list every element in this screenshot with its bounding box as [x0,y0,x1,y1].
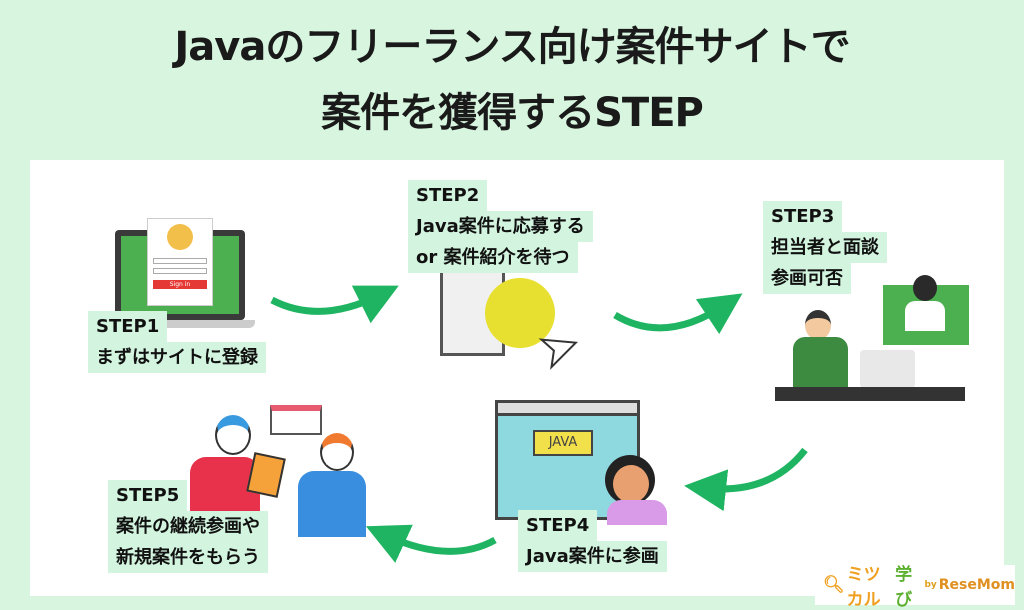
laptop-signin-illustration: Sign in [105,210,255,330]
step1-text: まずはサイトに登録 [88,342,266,373]
step2-text-2: or 案件紹介を待つ [408,242,578,273]
interview-illustration [775,275,969,405]
document-click-illustration: ➤ [440,270,590,380]
page-title-line1: Javaのフリーランス向け案件サイトで [174,24,850,70]
step3-text-1: 担当者と面談 [763,232,887,263]
step1-label: STEP1 まずはサイトに登録 [88,311,266,373]
step2-title: STEP2 [408,180,488,211]
logo-brand: ReseMom [938,577,1015,593]
arrow-step3-to-step4 [684,447,808,512]
magnifier-icon: 🔍︎ [823,575,845,595]
step2-label: STEP2 Java案件に応募する or 案件紹介を待つ [408,180,593,273]
logo-name2: 学び [895,565,913,610]
arrow-step2-to-step3 [613,293,743,335]
step3-title: STEP3 [763,201,843,232]
logo-by: by [924,580,937,590]
java-project-illustration: JAVA [495,400,670,525]
step5-text-2: 新規案件をもらう [108,542,268,573]
step3-text-2: 参画可否 [763,263,851,294]
step4-title: STEP4 [518,510,598,541]
step5-text-1: 案件の継続参画や [108,511,268,542]
step4-label: STEP4 Java案件に参画 [518,510,667,572]
step5-title: STEP5 [108,480,188,511]
page-title-line2: 案件を獲得するSTEP [321,90,704,136]
step3-label: STEP3 担当者と面談 参画可否 [763,201,887,294]
step2-text-1: Java案件に応募する [408,211,593,242]
step5-label: STEP5 案件の継続参画や 新規案件をもらう [108,480,268,573]
java-bubble: JAVA [533,430,593,456]
step4-text: Java案件に参画 [518,541,667,572]
arrow-step1-to-step2 [270,285,399,324]
step1-title: STEP1 [88,311,168,342]
meeting-illustration [180,405,370,540]
logo-name: ミツカル [846,565,881,610]
signin-button: Sign in [153,280,207,289]
arrow-step4-to-step5 [365,524,497,563]
site-logo: 🔍︎ ミツカル 学び by ReseMom [815,565,1015,610]
